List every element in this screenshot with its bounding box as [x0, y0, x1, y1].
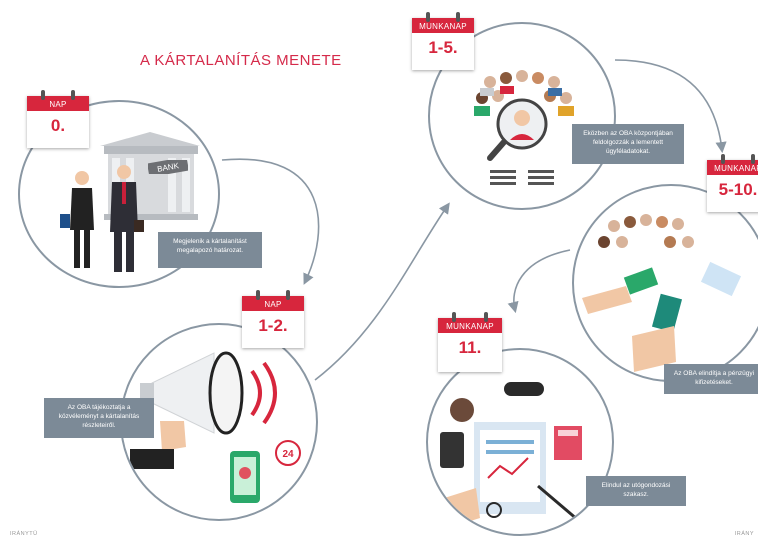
woman-suit [70, 188, 94, 230]
step-3-calendar-number: 5-10. [718, 180, 758, 199]
cash-icon [623, 267, 659, 295]
footer-left: IRÁNYTŰ [10, 531, 38, 537]
step-3-calendar: MUNKANAP 5-10. [707, 154, 758, 212]
badge-24-text: 24 [282, 449, 294, 460]
arrow-2-to-3 [614, 59, 727, 154]
arrow-0-to-1 [221, 158, 320, 285]
bank-illustration [60, 132, 200, 272]
step-4-calendar-header: MUNKANAP [438, 318, 502, 333]
step-0-caption: Megjelenik a kártalanítást megalapozó ha… [158, 232, 262, 268]
tablet-icon [440, 432, 464, 468]
woman-head [75, 171, 89, 185]
step-0-calendar-header: NAP [27, 96, 89, 111]
arrow-1-to-2 [314, 202, 450, 381]
hand-icon [160, 421, 186, 451]
coffee-icon [450, 398, 474, 422]
hand-icon [582, 286, 632, 314]
document-lines-icon [490, 170, 554, 185]
step-2-caption: Eközben az OBA központjában feldolgozzák… [572, 124, 684, 164]
step-0-circle: BANK [18, 100, 220, 288]
hand-icon [438, 488, 480, 530]
card-icon [651, 293, 683, 333]
crowd-icon [598, 214, 694, 248]
step-1-calendar: NAP 1-2. [242, 290, 304, 348]
pen-icon [537, 484, 579, 522]
briefcase-icon [134, 220, 144, 232]
documents-illustration [438, 382, 582, 530]
step-0-calendar: NAP 0. [27, 90, 89, 148]
step-2-calendar: MUNKANAP 1-5. [412, 12, 474, 70]
card-icon-2 [700, 261, 742, 297]
man-head [117, 165, 131, 179]
step-4-calendar: MUNKANAP 11. [438, 312, 502, 372]
bank-sign: BANK [148, 160, 188, 174]
step-2-calendar-header: MUNKANAP [412, 18, 474, 33]
step-1-calendar-header: NAP [242, 296, 304, 311]
step-3-calendar-header: MUNKANAP [707, 160, 758, 175]
step-3-caption: Az OBA elindítja a pénzügyi kifizetéseke… [664, 364, 758, 394]
step-1-calendar-number: 1-2. [258, 316, 288, 335]
footer-right: IRÁNY [734, 531, 754, 537]
step-2-calendar-number: 1-5. [428, 38, 458, 57]
megaphone-illustration: 24 [130, 351, 301, 503]
step-4-circle [426, 348, 614, 536]
step-1-caption: Az OBA tájékoztatja a közvéleményt a kár… [44, 398, 154, 438]
bank-roof [100, 132, 200, 146]
folder-icon [60, 214, 70, 228]
crowd-search-illustration [474, 70, 574, 185]
glasses-icon [504, 382, 544, 396]
man-suit [110, 182, 138, 232]
svg-text:BANK: BANK [157, 161, 181, 174]
badge-24-icon [275, 440, 301, 466]
arrow-3-to-4 [507, 249, 571, 314]
step-4-calendar-number: 11. [458, 338, 482, 357]
step-0-calendar-number: 0. [50, 116, 66, 135]
step-3-circle [572, 184, 758, 382]
magnifier-small-icon [486, 502, 502, 518]
contact-icon [239, 467, 251, 479]
diagram-title: A KÁRTALANÍTÁS MENETE [140, 52, 342, 69]
trend-icon [487, 457, 529, 479]
step-4-caption: Elindul az utógondozási szakasz. [586, 476, 686, 506]
payment-illustration [582, 214, 742, 372]
sound-wave-icon [250, 369, 262, 417]
